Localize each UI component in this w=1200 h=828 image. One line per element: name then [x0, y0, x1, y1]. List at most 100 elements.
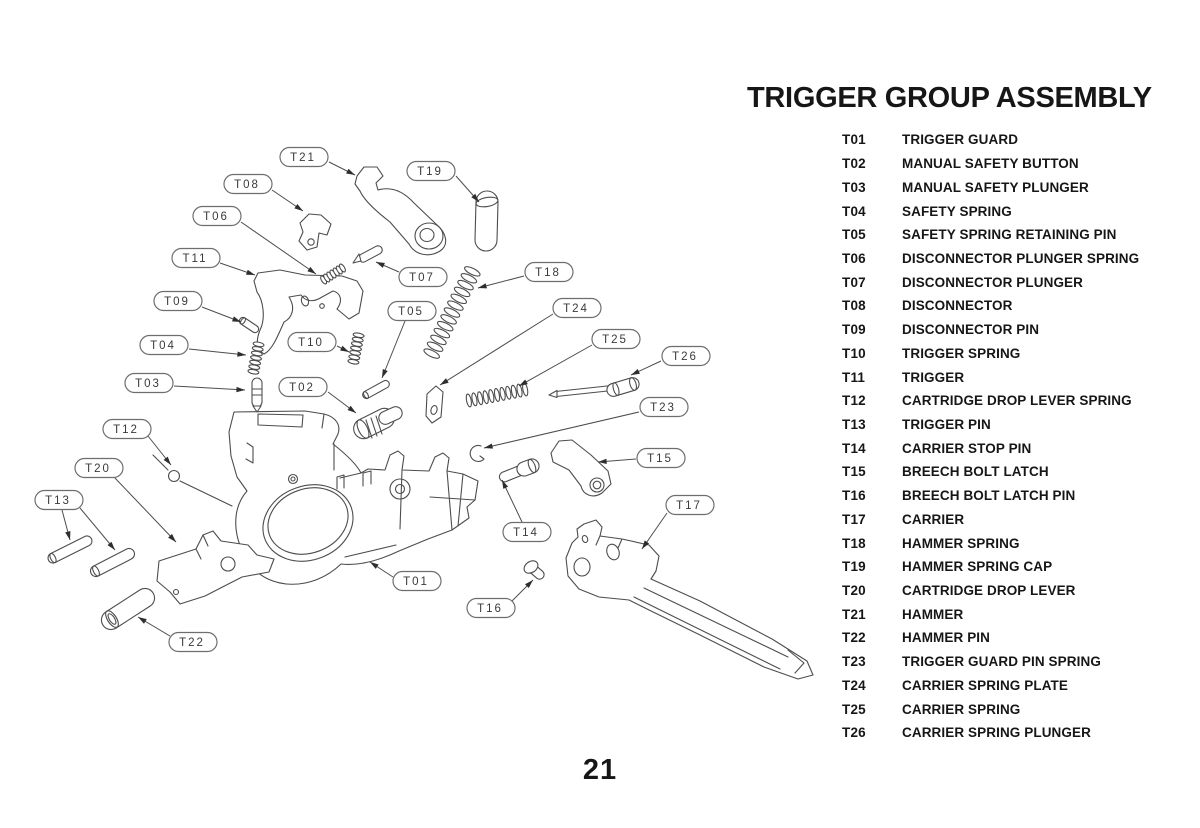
leader-arrow-icon	[471, 193, 479, 202]
callout-label: T13	[45, 495, 71, 507]
part-name: HAMMER PIN	[902, 630, 990, 646]
part-code: T15	[842, 464, 866, 480]
part-carrier-spring-plunger	[548, 377, 640, 399]
leader-arrow-icon	[307, 266, 316, 274]
part-disconnector-pin	[238, 316, 260, 334]
part-name: CARRIER STOP PIN	[902, 440, 1032, 456]
part-name: HAMMER SPRING CAP	[902, 559, 1053, 575]
part-name: HAMMER SPRING	[902, 535, 1020, 551]
callout-bubble	[139, 334, 189, 356]
callout-T07: T07	[375, 261, 448, 288]
part-manual-safety-button	[353, 406, 403, 440]
part-trigger	[253, 269, 364, 355]
part-name: CARRIER SPRING PLUNGER	[902, 725, 1091, 741]
part-name: CARRIER SPRING	[902, 701, 1021, 717]
part-name: CARRIER	[902, 511, 965, 527]
callout-label: T24	[563, 303, 589, 315]
callout-T05: T05	[381, 300, 437, 379]
callout-bubble	[192, 205, 242, 227]
part-code: T03	[842, 179, 866, 195]
part-hammer-spring	[423, 266, 481, 359]
part-code: T07	[842, 274, 866, 290]
part-code: T17	[842, 511, 866, 527]
callout-bubble	[387, 300, 437, 322]
callout-T17: T17	[641, 494, 715, 550]
part-name: BREECH BOLT LATCH	[902, 464, 1049, 480]
callout-bubble	[287, 331, 337, 353]
part-name: DISCONNECTOR PLUNGER	[902, 274, 1084, 290]
leader-arrow-icon	[237, 351, 246, 357]
leader-arrow-icon	[370, 562, 379, 569]
part-hammer-spring-cap	[474, 190, 499, 252]
part-code: T05	[842, 227, 866, 243]
part-carrier	[565, 519, 814, 680]
part-code: T10	[842, 345, 866, 361]
callout-bubble	[168, 631, 218, 653]
callout-label: T05	[398, 306, 424, 318]
leader-arrow-icon	[382, 369, 388, 378]
part-carrier-stop-pin	[498, 458, 540, 483]
callout-T03: T03	[124, 372, 246, 394]
callout-label: T15	[647, 453, 673, 465]
part-code: T25	[842, 701, 866, 717]
part-disconnector-plunger-spring	[320, 263, 346, 285]
part-cartridge-drop-lever	[156, 530, 275, 605]
part-safety-spring-retaining-pin	[362, 379, 390, 400]
callout-bubble	[102, 418, 152, 440]
callout-bubble	[392, 570, 442, 592]
leader-arrow-icon	[347, 405, 356, 413]
exploded-diagram: T21T08T19T06T11T07T09T05T18T24T25T26T10T…	[34, 146, 814, 680]
leader-arrow-icon	[502, 480, 509, 489]
part-name: DISCONNECTOR PLUNGER SPRING	[902, 250, 1140, 266]
parts-list-row: T25 CARRIER SPRING	[842, 697, 1182, 721]
callout-T16: T16	[466, 579, 534, 619]
parts-list-row: T10 TRIGGER SPRING	[842, 341, 1182, 365]
callout-T04: T04	[139, 334, 247, 357]
callout-T21: T21	[279, 146, 356, 176]
part-code: T11	[842, 369, 866, 385]
callout-bubble	[661, 345, 711, 367]
part-name: DISCONNECTOR PIN	[902, 322, 1040, 338]
leader-arrow-icon	[642, 540, 650, 549]
part-code: T19	[842, 559, 866, 575]
callout-label: T22	[179, 637, 205, 649]
callout-label: T21	[290, 152, 316, 164]
callout-bubble	[74, 457, 124, 479]
leader-arrow-icon	[631, 369, 640, 375]
part-cartridge-drop-lever-spring	[152, 454, 233, 507]
part-name: MANUAL SAFETY BUTTON	[902, 156, 1079, 172]
callout-T09: T09	[153, 290, 242, 323]
callout-T13: T13	[34, 489, 116, 551]
callout-bubble	[466, 597, 516, 619]
callout-T23: T23	[483, 396, 689, 449]
part-breech-bolt-latch	[550, 439, 612, 497]
callout-bubble	[34, 489, 84, 511]
callout-label: T26	[672, 351, 698, 363]
callout-label: T19	[417, 166, 443, 178]
part-name: BREECH BOLT LATCH PIN	[902, 488, 1076, 504]
callout-T19: T19	[406, 160, 480, 203]
leader-arrow-icon	[294, 204, 303, 211]
callout-bubble	[124, 372, 174, 394]
part-code: T24	[842, 677, 866, 693]
leader-arrow-icon	[232, 316, 241, 322]
parts-list-row: T14 CARRIER STOP PIN	[842, 436, 1182, 460]
part-code: T21	[842, 606, 866, 622]
callout-label: T12	[113, 424, 139, 436]
leader-arrow-icon	[440, 378, 449, 385]
leader-arrow-icon	[484, 443, 493, 449]
part-name: TRIGGER SPRING	[902, 345, 1021, 361]
leader-arrow-icon	[236, 386, 245, 393]
callout-T20: T20	[74, 457, 177, 543]
part-code: T12	[842, 393, 866, 409]
part-code: T18	[842, 535, 866, 551]
part-code: T14	[842, 440, 866, 456]
